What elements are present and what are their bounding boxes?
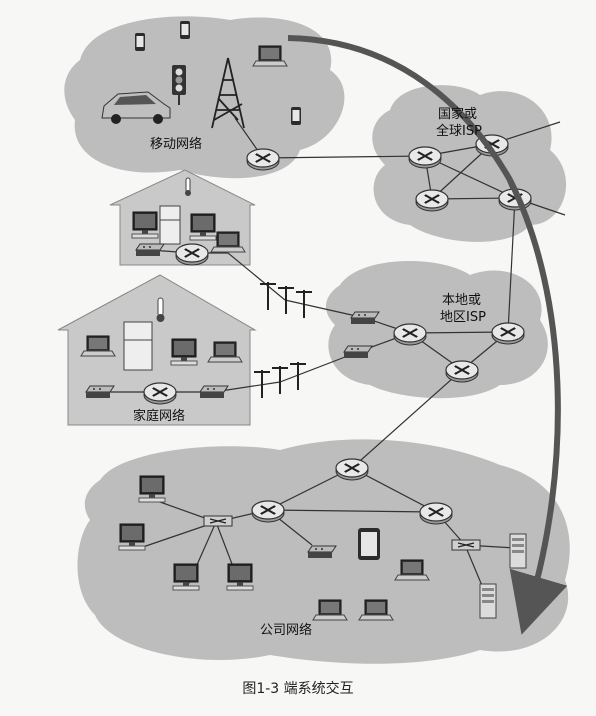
- utility-pole-icon: [295, 289, 313, 319]
- cell-tower-icon: [211, 57, 245, 129]
- figure-caption: 图1-3 端系统交互: [242, 681, 354, 697]
- local-isp-label-line2: 地区ISP: [440, 310, 486, 325]
- router-icon: [491, 322, 525, 345]
- modem-icon: [199, 385, 229, 399]
- refrigerator-icon: [123, 321, 153, 371]
- car-icon: [101, 91, 171, 124]
- router-icon: [175, 243, 209, 266]
- router-icon: [393, 323, 427, 346]
- thermometer-icon: [156, 297, 165, 322]
- smartphone-icon: [135, 33, 145, 51]
- modem-icon: [307, 545, 337, 559]
- local-isp-cloud: [325, 261, 548, 399]
- desktop-computer-icon: [138, 475, 166, 503]
- desktop-computer-icon: [170, 338, 198, 366]
- desktop-computer-icon: [118, 523, 146, 551]
- tablet-icon: [358, 528, 380, 560]
- desktop-computer-icon: [189, 213, 217, 241]
- server-icon: [509, 533, 527, 569]
- interaction-arrow: [287, 35, 568, 635]
- utility-pole-icon: [289, 361, 307, 391]
- enterprise-network-label: 公司网络: [260, 622, 312, 638]
- modem-icon: [343, 345, 373, 359]
- desktop-computer-icon: [226, 563, 254, 591]
- router-icon: [246, 148, 280, 171]
- traffic-light-icon: [172, 65, 186, 105]
- router-icon: [335, 458, 369, 481]
- refrigerator-icon: [159, 205, 181, 245]
- desktop-computer-icon: [172, 563, 200, 591]
- desktop-computer-icon: [131, 211, 159, 239]
- modem-icon: [85, 385, 115, 399]
- utility-pole-icon: [259, 281, 277, 311]
- national-isp-label-line1: 国家或: [438, 106, 477, 122]
- modem-icon: [135, 243, 165, 257]
- smartphone-icon: [180, 21, 190, 39]
- server-icon: [479, 583, 497, 619]
- router-icon: [415, 189, 449, 212]
- smartphone-icon: [291, 107, 301, 125]
- router-icon: [143, 382, 177, 405]
- switch-icon: [203, 515, 233, 527]
- national-isp-label-line2: 全球ISP: [436, 123, 482, 139]
- router-icon: [251, 500, 285, 523]
- switch-icon: [451, 539, 481, 551]
- thermometer-icon: [185, 177, 191, 196]
- local-isp-label-line1: 本地或: [442, 293, 481, 308]
- router-icon: [445, 360, 479, 383]
- router-icon: [419, 502, 453, 525]
- modem-icon: [350, 311, 380, 325]
- home-network-label: 家庭网络: [133, 408, 185, 424]
- router-icon: [408, 146, 442, 169]
- utility-pole-icon: [277, 285, 295, 315]
- mobile-network-label: 移动网络: [150, 136, 202, 152]
